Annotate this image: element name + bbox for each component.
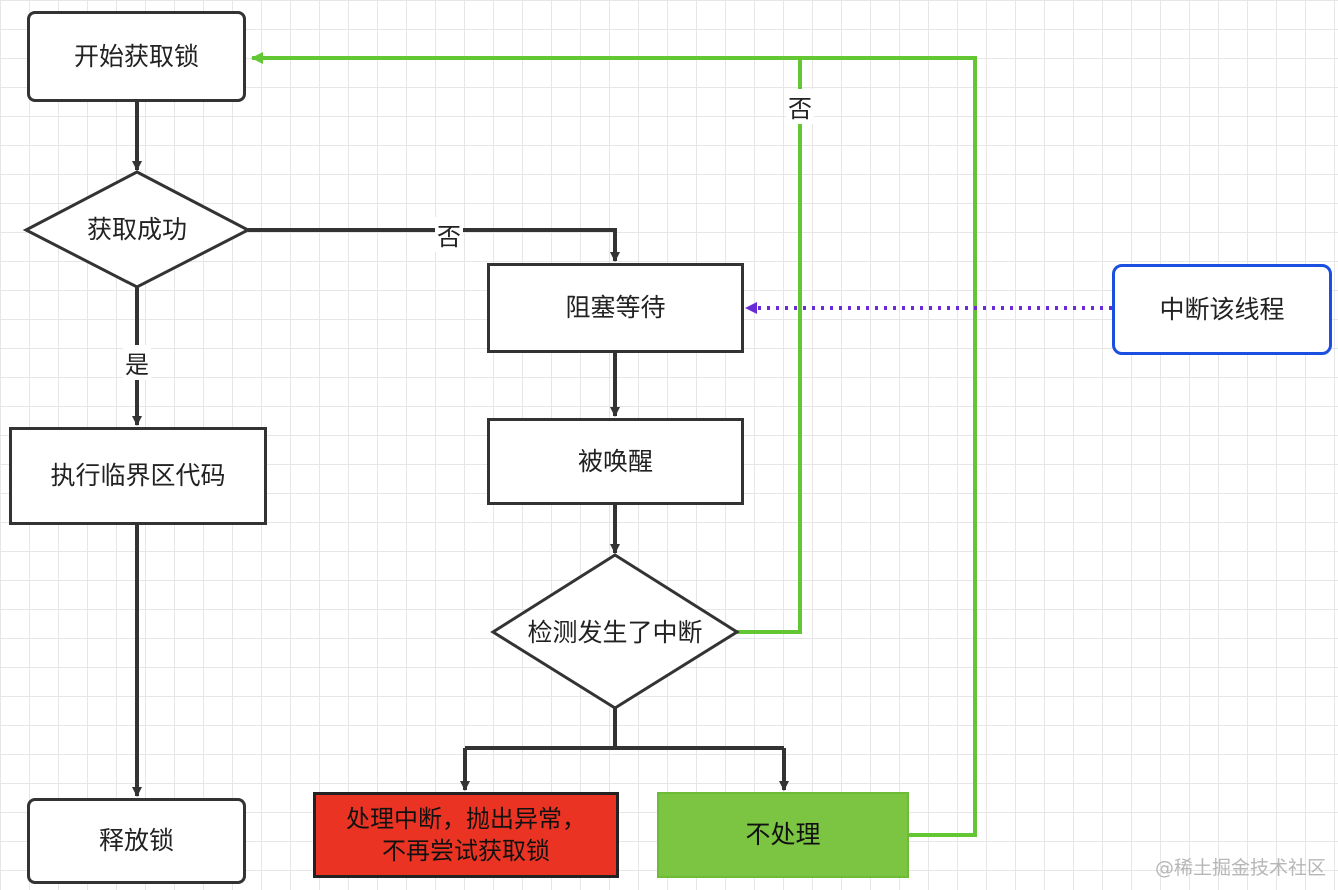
node-critical: 执行临界区代码 xyxy=(9,427,267,525)
decision-acquired-shape xyxy=(22,170,252,289)
node-handle-interrupt-label: 处理中断，抛出异常，不再尝试获取锁 xyxy=(346,804,586,865)
node-release: 释放锁 xyxy=(27,798,246,884)
node-ignore: 不处理 xyxy=(657,792,909,878)
edge-label-acquired-no: 否 xyxy=(435,217,463,252)
node-check-interrupt: 检测发生了中断 xyxy=(525,595,705,671)
node-interrupt-thread-label: 中断该线程 xyxy=(1159,294,1285,324)
node-woken-label: 被唤醒 xyxy=(577,446,653,476)
node-interrupt-thread: 中断该线程 xyxy=(1112,264,1332,355)
node-critical-label: 执行临界区代码 xyxy=(50,461,226,491)
node-start: 开始获取锁 xyxy=(27,11,246,102)
node-woken: 被唤醒 xyxy=(487,418,744,505)
node-start-label: 开始获取锁 xyxy=(73,41,199,71)
edge-label-interrupt-no: 否 xyxy=(786,89,814,124)
node-check-interrupt-label: 检测发生了中断 xyxy=(527,618,703,648)
node-block-wait-label: 阻塞等待 xyxy=(565,293,666,323)
node-block-wait: 阻塞等待 xyxy=(487,263,744,353)
node-release-label: 释放锁 xyxy=(98,826,174,856)
node-handle-interrupt: 处理中断，抛出异常，不再尝试获取锁 xyxy=(313,792,619,878)
edge-ignore-to-start xyxy=(251,52,977,837)
edge-label-acquired-yes: 是 xyxy=(123,345,151,380)
edge-acquired-no xyxy=(248,228,620,262)
node-acquired: 获取成功 xyxy=(56,205,218,255)
edge-check-no-to-start xyxy=(737,58,802,634)
node-acquired-label: 获取成功 xyxy=(86,215,187,245)
decision-check-interrupt-shape xyxy=(490,553,740,710)
watermark: @稀土掘金技术社区 xyxy=(1154,857,1326,879)
node-ignore-label: 不处理 xyxy=(745,820,821,850)
